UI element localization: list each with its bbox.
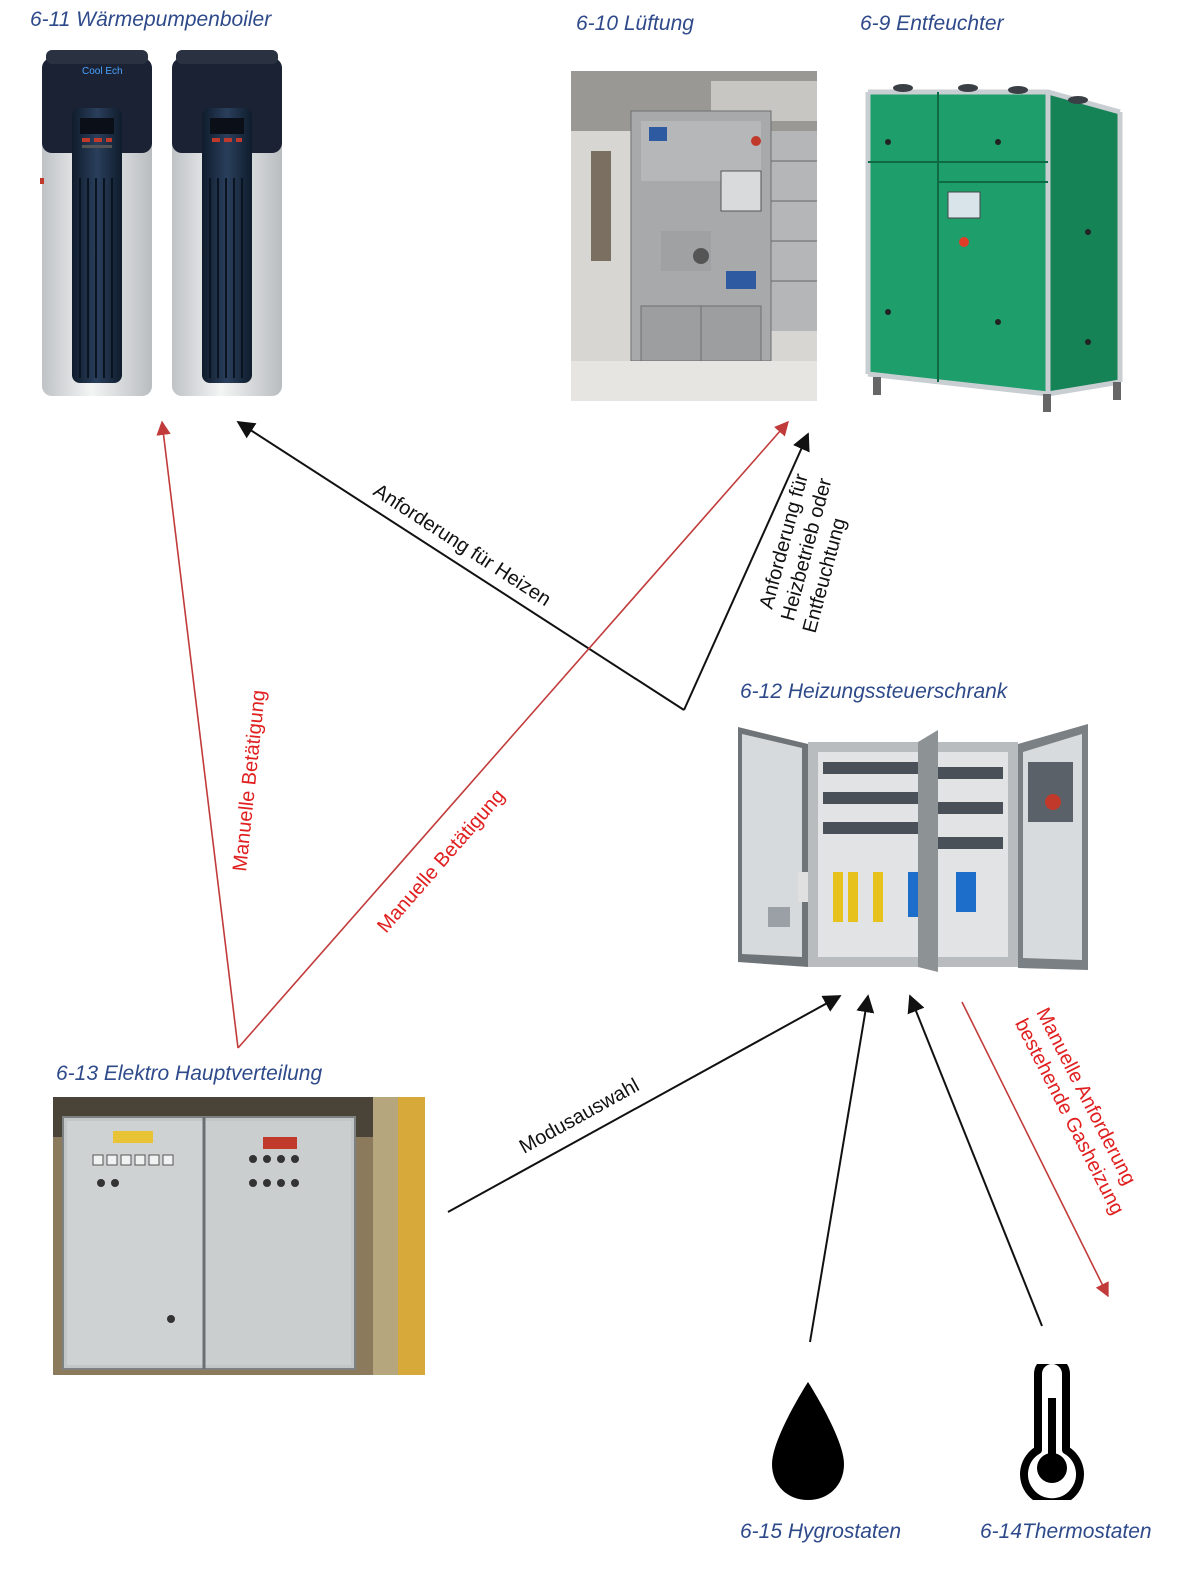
thermometer-icon bbox=[1020, 1364, 1084, 1500]
label-manuelle-betaetigung-2: Manuelle Betätigung bbox=[373, 785, 509, 937]
arrow-modusauswahl bbox=[447, 995, 842, 1213]
boiler-photo-right bbox=[172, 50, 282, 396]
boiler-logo: Cool Ech bbox=[82, 66, 123, 77]
boiler-title: 6-11 Wärmepumpenboiler bbox=[30, 8, 272, 31]
entfeuchter-title: 6-9 Entfeuchter bbox=[860, 12, 1004, 35]
arrow-anforderung-heizbetrieb bbox=[683, 432, 810, 711]
arrow-manuelle-betaetigung-lueftung bbox=[237, 420, 789, 1049]
hygrostaten-title: 6-15 Hygrostaten bbox=[740, 1520, 902, 1543]
label-manuelle-anforderung-gas-group: Manuelle Anforderung bestehende Gasheizu… bbox=[1010, 1004, 1140, 1218]
thermostaten-title: 6-14Thermostaten bbox=[980, 1520, 1152, 1543]
steuerschrank-photo bbox=[738, 724, 1088, 972]
label-anforderung-heizen: Anforderung für Heizen bbox=[369, 480, 554, 611]
water-drop-icon bbox=[772, 1382, 844, 1500]
lueftung-title: 6-10 Lüftung bbox=[576, 12, 694, 35]
boiler-brand-label: Cool Ech bbox=[82, 66, 123, 77]
hauptverteilung-title: 6-13 Elektro Hauptverteilung bbox=[56, 1062, 323, 1085]
steuerschrank-title: 6-12 Heizungssteuerschrank bbox=[740, 680, 1008, 703]
arrow-anforderung-heizen bbox=[236, 421, 685, 711]
label-manuelle-betaetigung-1: Manuelle Betätigung bbox=[229, 689, 270, 873]
label-modusauswahl: Modusauswahl bbox=[516, 1074, 643, 1158]
arrow-thermostaten bbox=[907, 994, 1043, 1327]
label-anforderung-heizbetrieb-group: Anforderung für Heizbetrieb oder Entfeuc… bbox=[756, 471, 851, 635]
entfeuchter-photo bbox=[865, 84, 1123, 412]
lueftung-photo bbox=[571, 71, 817, 401]
hauptverteilung-photo bbox=[53, 1097, 425, 1375]
arrow-hygrostaten bbox=[809, 994, 875, 1343]
boiler-photo-left bbox=[40, 50, 152, 396]
arrow-manuelle-anforderung-gas bbox=[961, 1001, 1109, 1298]
arrow-manuelle-betaetigung-boiler bbox=[156, 420, 239, 1049]
